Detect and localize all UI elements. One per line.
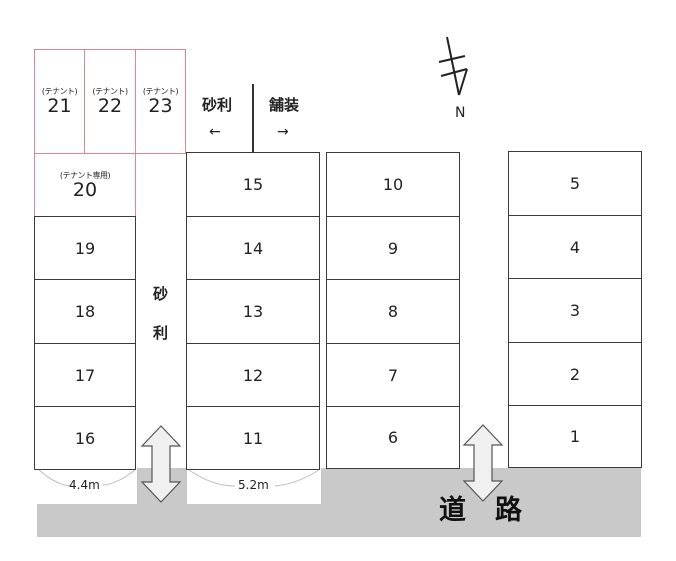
slot-number: 6 bbox=[387, 428, 399, 447]
entrance-arrow-right-icon bbox=[462, 424, 504, 502]
slot-number: 10 bbox=[382, 175, 404, 194]
slot-number: 13 bbox=[242, 302, 264, 321]
slot-number: 5 bbox=[569, 174, 581, 193]
parking-slot-11: 11 bbox=[186, 406, 320, 470]
tenant-label: (テナント) bbox=[142, 87, 179, 96]
parking-slot-8: 8 bbox=[326, 279, 460, 344]
slot-number: 21 bbox=[47, 95, 72, 117]
tenant-slot-23: (テナント) 23 bbox=[135, 49, 186, 154]
parking-slot-5: 5 bbox=[508, 151, 642, 216]
dimension-arc-middle bbox=[188, 469, 320, 487]
arrow-right-icon: → bbox=[277, 124, 289, 140]
tenant-slot-20: (テナント専用) 20 bbox=[34, 153, 136, 217]
parking-slot-4: 4 bbox=[508, 215, 642, 279]
paved-label: 舗装 bbox=[269, 96, 300, 114]
dimension-middle: 5.2m bbox=[238, 478, 269, 492]
parking-slot-14: 14 bbox=[186, 216, 320, 280]
parking-slot-7: 7 bbox=[326, 343, 460, 407]
tenant-label: (テナント) bbox=[92, 87, 128, 96]
parking-slot-12: 12 bbox=[186, 343, 320, 407]
slot-number: 11 bbox=[242, 428, 264, 448]
setback-left bbox=[37, 468, 137, 504]
tenant-label: (テナント専用) bbox=[59, 170, 111, 180]
setback-middle bbox=[187, 468, 321, 504]
arrow-left-icon: ← bbox=[209, 124, 221, 140]
road-area bbox=[37, 468, 641, 537]
surface-divider bbox=[252, 84, 254, 153]
parking-slot-13: 13 bbox=[186, 279, 320, 344]
aisle-gravel-label-2: 利 bbox=[153, 324, 169, 342]
slot-number: 8 bbox=[387, 302, 399, 321]
slot-number: 18 bbox=[74, 302, 96, 321]
tenant-slot-22: (テナント) 22 bbox=[84, 49, 136, 154]
parking-slot-10: 10 bbox=[326, 152, 460, 217]
tenant-slot-21: (テナント) 21 bbox=[34, 49, 85, 154]
tenant-label: (テナント) bbox=[41, 87, 78, 96]
parking-slot-19: 19 bbox=[34, 216, 136, 280]
entrance-arrow-left-icon bbox=[140, 425, 182, 503]
parking-slot-16: 16 bbox=[34, 406, 136, 470]
north-compass-icon bbox=[438, 36, 468, 96]
slot-number: 23 bbox=[148, 95, 173, 117]
slot-number: 15 bbox=[242, 175, 264, 194]
road-label-2: 路 bbox=[495, 495, 522, 526]
parking-slot-17: 17 bbox=[34, 343, 136, 407]
slot-number: 14 bbox=[242, 238, 264, 258]
slot-number: 12 bbox=[242, 365, 264, 385]
dimension-arc-left bbox=[38, 469, 136, 487]
dimension-left: 4.4m bbox=[69, 478, 100, 492]
slot-number: 17 bbox=[74, 365, 96, 385]
parking-slot-9: 9 bbox=[326, 216, 460, 280]
parking-slot-1: 1 bbox=[508, 405, 642, 468]
north-label: N bbox=[455, 105, 466, 121]
parking-slot-15: 15 bbox=[186, 152, 320, 217]
parking-slot-3: 3 bbox=[508, 278, 642, 343]
slot-number: 16 bbox=[74, 428, 96, 448]
slot-number: 22 bbox=[97, 95, 123, 117]
slot-number: 19 bbox=[74, 238, 96, 258]
slot-number: 1 bbox=[569, 427, 581, 446]
slot-number: 2 bbox=[569, 364, 581, 384]
parking-slot-18: 18 bbox=[34, 279, 136, 344]
slot-number: 7 bbox=[387, 365, 399, 385]
gravel-label: 砂利 bbox=[202, 96, 233, 114]
slot-number: 4 bbox=[569, 237, 581, 257]
road-label-1: 道 bbox=[439, 495, 466, 526]
aisle-gravel-label-1: 砂 bbox=[153, 285, 169, 303]
parking-slot-2: 2 bbox=[508, 342, 642, 406]
slot-number: 3 bbox=[569, 301, 581, 320]
slot-number: 20 bbox=[72, 178, 98, 201]
parking-slot-6: 6 bbox=[326, 406, 460, 469]
slot-number: 9 bbox=[387, 238, 399, 258]
